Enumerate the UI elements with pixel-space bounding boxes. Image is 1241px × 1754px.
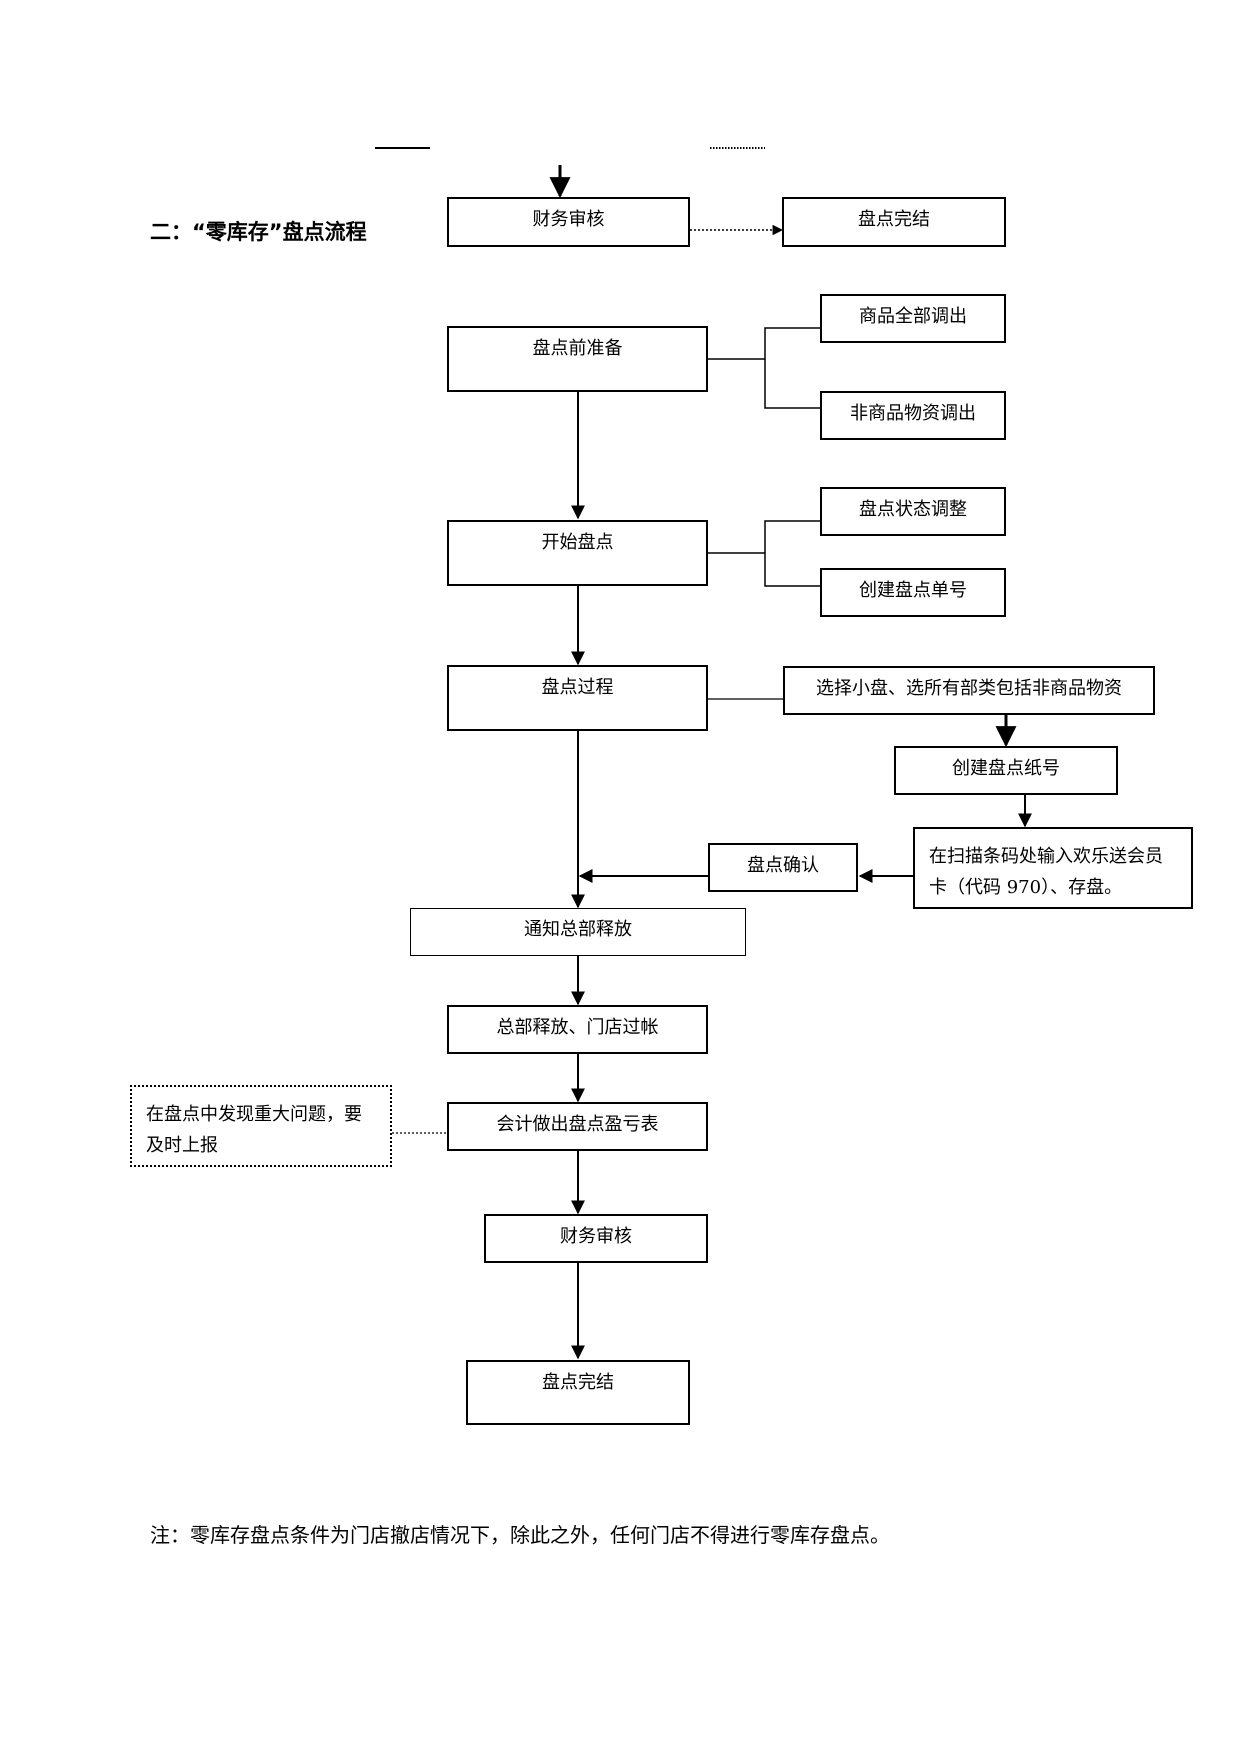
notify-label: 通知总部释放 <box>524 919 632 940</box>
issue-line-2: 及时上报 <box>146 1135 218 1156</box>
confirm-label: 盘点确认 <box>747 855 819 876</box>
create-paper-box: 创建盘点纸号 <box>894 746 1118 795</box>
top-complete-box: 盘点完结 <box>782 197 1006 247</box>
prepare-sub1-box: 商品全部调出 <box>820 294 1006 343</box>
prepare-branch-fork <box>764 327 820 409</box>
create-paper-label: 创建盘点纸号 <box>952 758 1060 779</box>
complete-box: 盘点完结 <box>466 1360 690 1425</box>
process-label: 盘点过程 <box>541 677 614 698</box>
process-box: 盘点过程 <box>447 665 708 731</box>
footnote: 注：零库存盘点条件为门店撤店情况下，除此之外，任何门店不得进行零库存盘点。 <box>150 1523 890 1547</box>
accounting-label: 会计做出盘点盈亏表 <box>496 1114 659 1135</box>
process-sub-box: 选择小盘、选所有部类包括非商品物资 <box>783 666 1155 715</box>
prepare-box: 盘点前准备 <box>447 326 708 392</box>
finance-review-box: 财务审核 <box>484 1214 708 1263</box>
top-complete-label: 盘点完结 <box>858 209 930 230</box>
release-label: 总部释放、门店过帐 <box>496 1017 659 1038</box>
prepare-sub2-label: 非商品物资调出 <box>850 403 976 424</box>
start-sub2-label: 创建盘点单号 <box>859 580 967 601</box>
start-sub2-box: 创建盘点单号 <box>820 568 1006 617</box>
start-sub1-label: 盘点状态调整 <box>859 499 967 520</box>
top-finance-review-box: 财务审核 <box>447 197 690 247</box>
scan-line-1: 在扫描条码处输入欢乐送会员 <box>929 846 1163 867</box>
issue-line-1: 在盘点中发现重大问题，要 <box>146 1104 362 1125</box>
prepare-sub2-box: 非商品物资调出 <box>820 391 1006 440</box>
start-label: 开始盘点 <box>541 532 614 553</box>
scan-line-2: 卡（代码 970）、存盘。 <box>929 877 1123 898</box>
release-box: 总部释放、门店过帐 <box>447 1005 708 1054</box>
process-sub-label: 选择小盘、选所有部类包括非商品物资 <box>816 678 1122 699</box>
accounting-box: 会计做出盘点盈亏表 <box>447 1102 708 1151</box>
top-finance-review-label: 财务审核 <box>532 209 605 230</box>
confirm-box: 盘点确认 <box>708 843 858 892</box>
finance-review-label: 财务审核 <box>560 1226 632 1247</box>
start-branch-fork <box>764 520 820 587</box>
complete-label: 盘点完结 <box>542 1372 614 1393</box>
scan-instruction-box: 在扫描条码处输入欢乐送会员 卡（代码 970）、存盘。 <box>913 827 1193 909</box>
prepare-sub1-label: 商品全部调出 <box>859 306 967 327</box>
notify-box: 通知总部释放 <box>410 908 746 956</box>
section-title: 二：“零库存”盘点流程 <box>150 220 367 244</box>
issue-report-box: 在盘点中发现重大问题，要 及时上报 <box>130 1085 392 1167</box>
prepare-label: 盘点前准备 <box>532 338 623 359</box>
start-box: 开始盘点 <box>447 520 708 586</box>
start-sub1-box: 盘点状态调整 <box>820 487 1006 536</box>
